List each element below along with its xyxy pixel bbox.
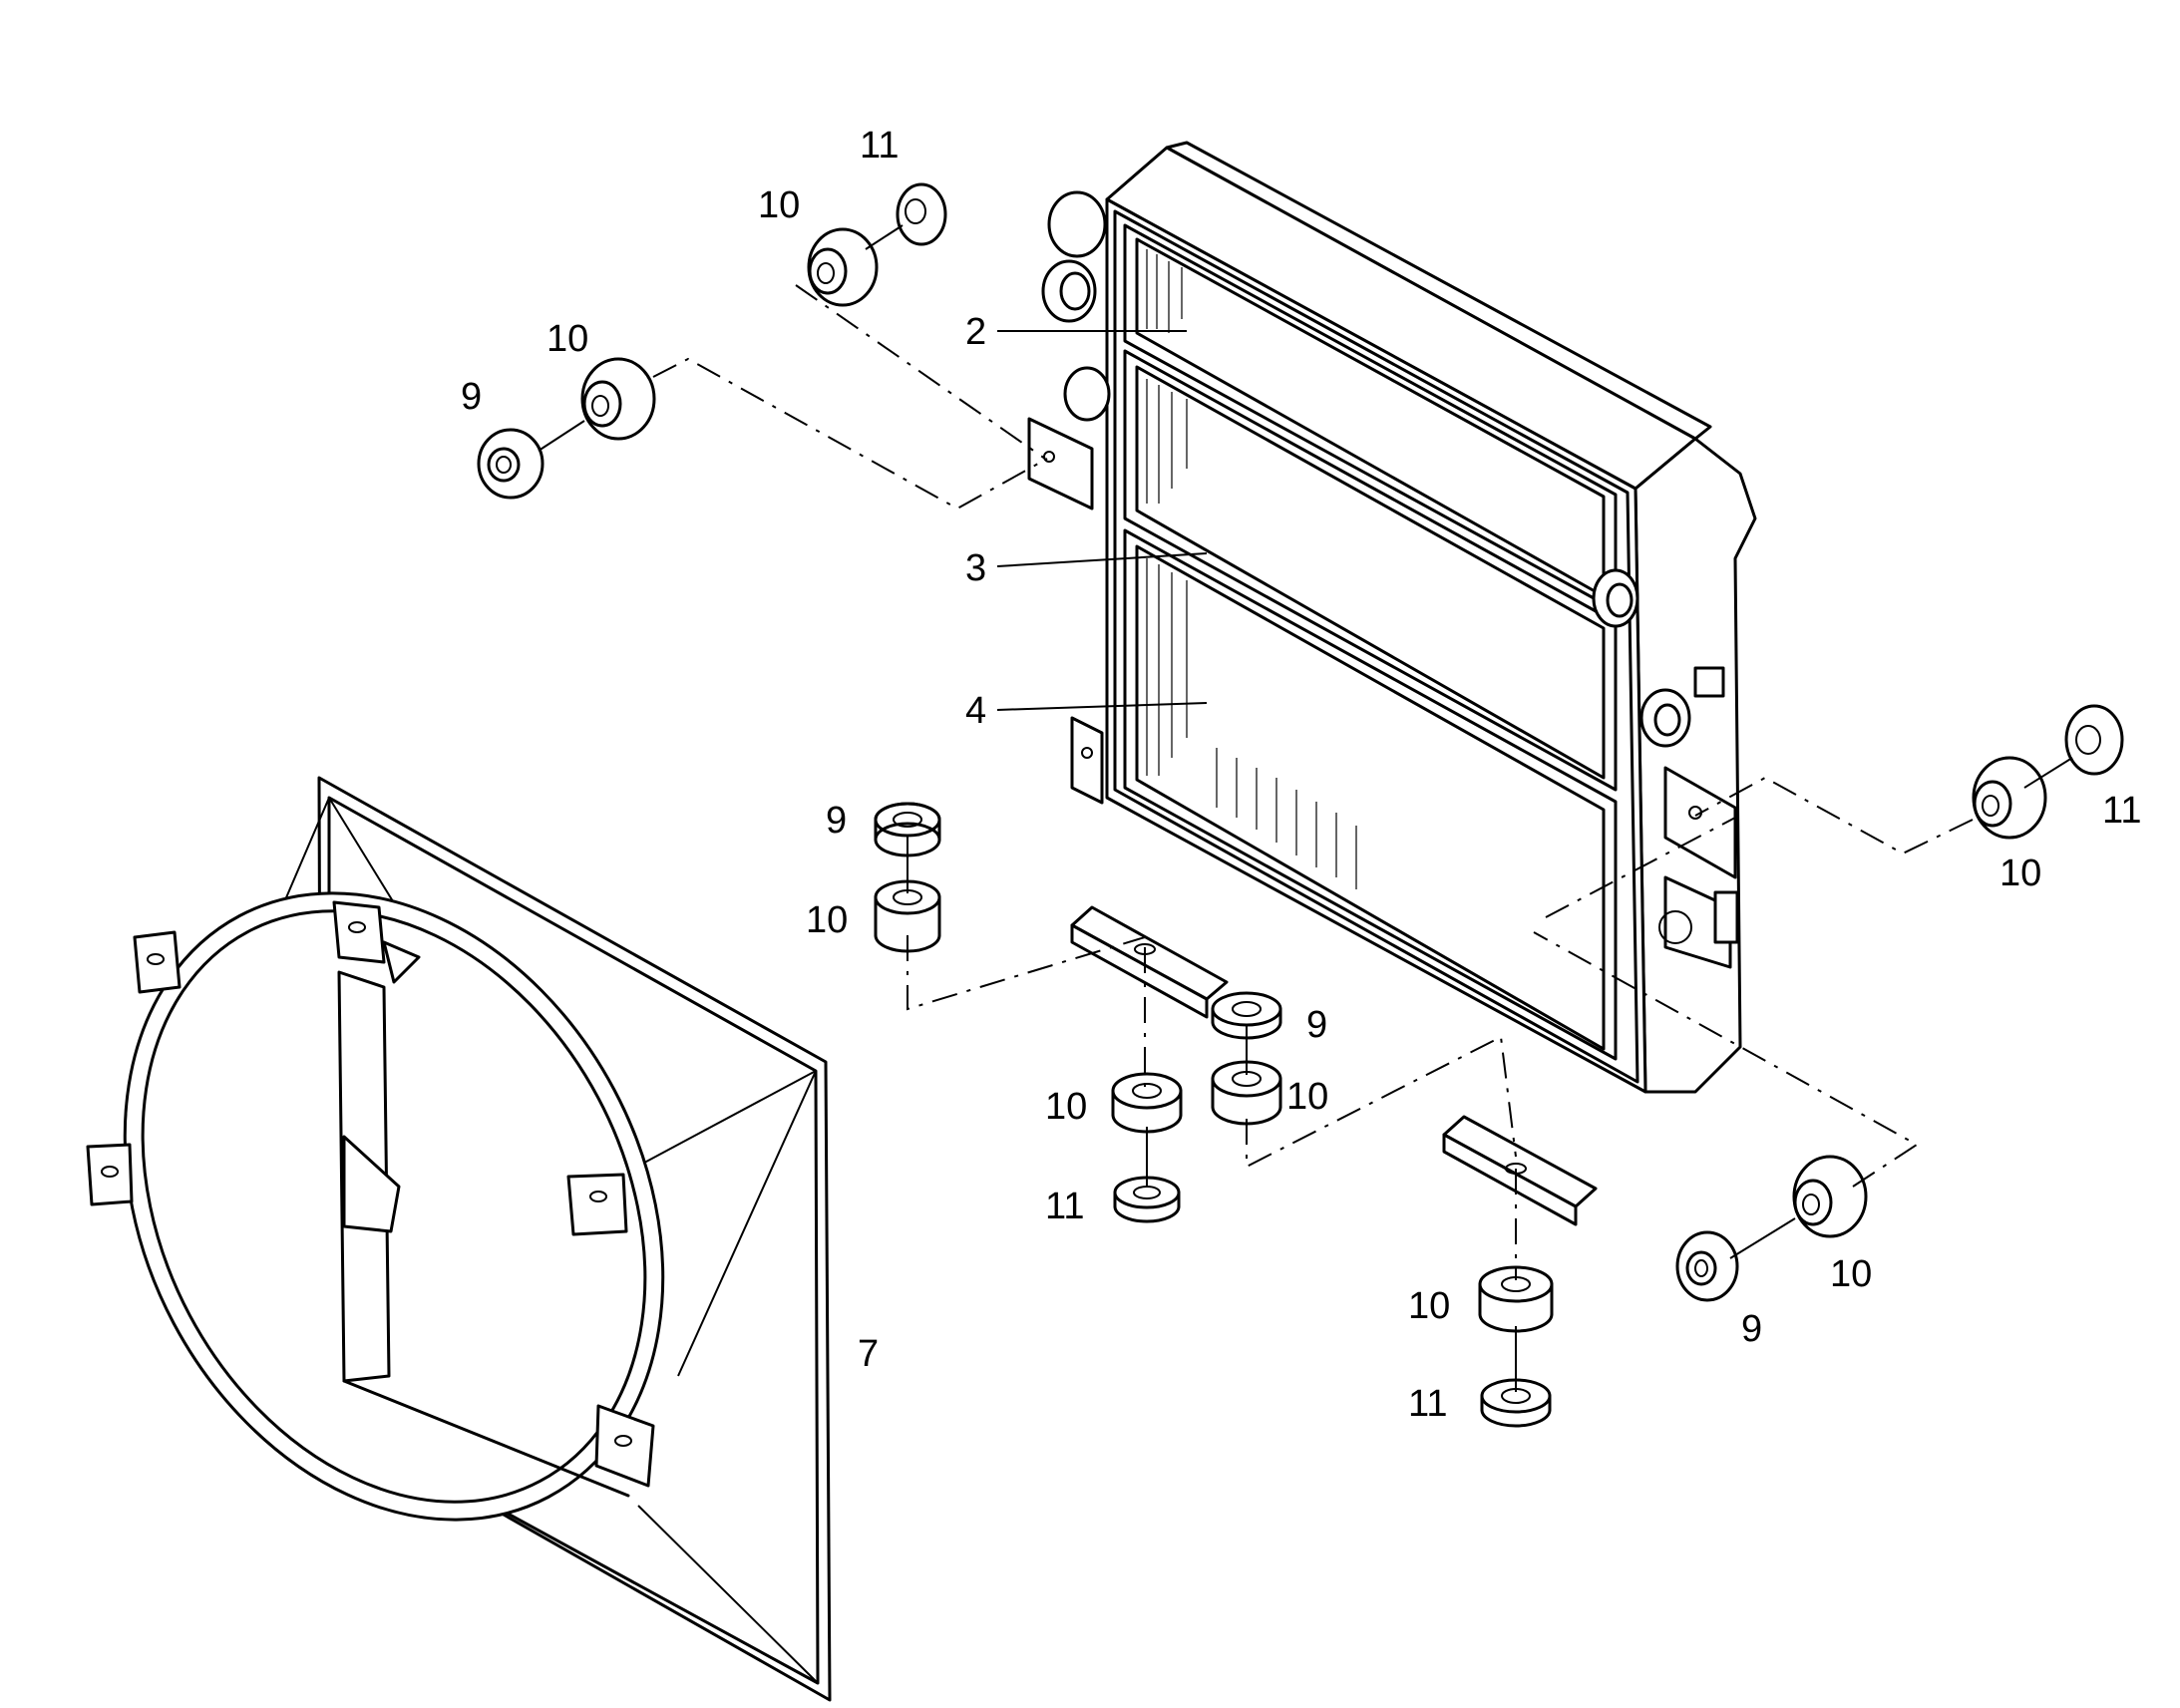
- leader-lines: [996, 330, 1208, 711]
- core-hatching: [1146, 249, 1357, 889]
- washer-9-lc: [874, 802, 941, 857]
- callout-labels: 2 3 4 7 9 10 10 11 10 11 9 10 10 11 9 10…: [461, 125, 2141, 1425]
- fan-shroud: [86, 776, 832, 1702]
- washer-9-mid: [1211, 991, 1282, 1040]
- washer-9-br: [1675, 1230, 1739, 1302]
- callout-4: 4: [965, 690, 986, 732]
- callout-3: 3: [965, 547, 986, 589]
- callout-11-br: 11: [1408, 1383, 1447, 1425]
- bush-10-br2: [1792, 1155, 1868, 1238]
- callout-11-ul: 11: [860, 125, 899, 167]
- callout-9-br: 9: [1741, 1308, 1762, 1350]
- washer-9-left: [477, 428, 545, 500]
- bush-10-mid: [1211, 1060, 1282, 1126]
- radiator-assembly: [1027, 141, 1757, 1226]
- callout-10-br2: 10: [1830, 1253, 1872, 1295]
- callout-10-lc2: 10: [1045, 1086, 1087, 1128]
- washer-11-right: [2064, 704, 2124, 776]
- callout-9-ul: 9: [461, 376, 482, 418]
- callout-11-r: 11: [2102, 790, 2141, 832]
- bush-10-c: [1111, 1072, 1183, 1134]
- callout-10-br: 10: [1408, 1285, 1450, 1327]
- callout-9-c: 9: [1306, 1004, 1327, 1046]
- callout-11-lc: 11: [1045, 1186, 1084, 1227]
- callout-9-lc: 9: [826, 800, 847, 842]
- hardware: [477, 182, 2124, 1428]
- washer-11-upper: [896, 182, 947, 246]
- bush-10-left: [580, 357, 656, 441]
- bush-10-upper: [807, 227, 879, 307]
- callout-10-c: 10: [1286, 1076, 1328, 1118]
- callout-2: 2: [965, 311, 986, 353]
- callout-10-ul2: 10: [758, 184, 800, 226]
- assembly-lines: [538, 224, 2073, 1392]
- bush-10-br: [1478, 1265, 1554, 1333]
- callout-10-lc: 10: [806, 899, 848, 941]
- washer-11-br: [1480, 1378, 1552, 1428]
- callout-10-ul: 10: [546, 318, 588, 360]
- callout-10-r: 10: [1999, 853, 2041, 894]
- callout-7: 7: [858, 1333, 879, 1375]
- bush-10-right: [1972, 756, 2047, 840]
